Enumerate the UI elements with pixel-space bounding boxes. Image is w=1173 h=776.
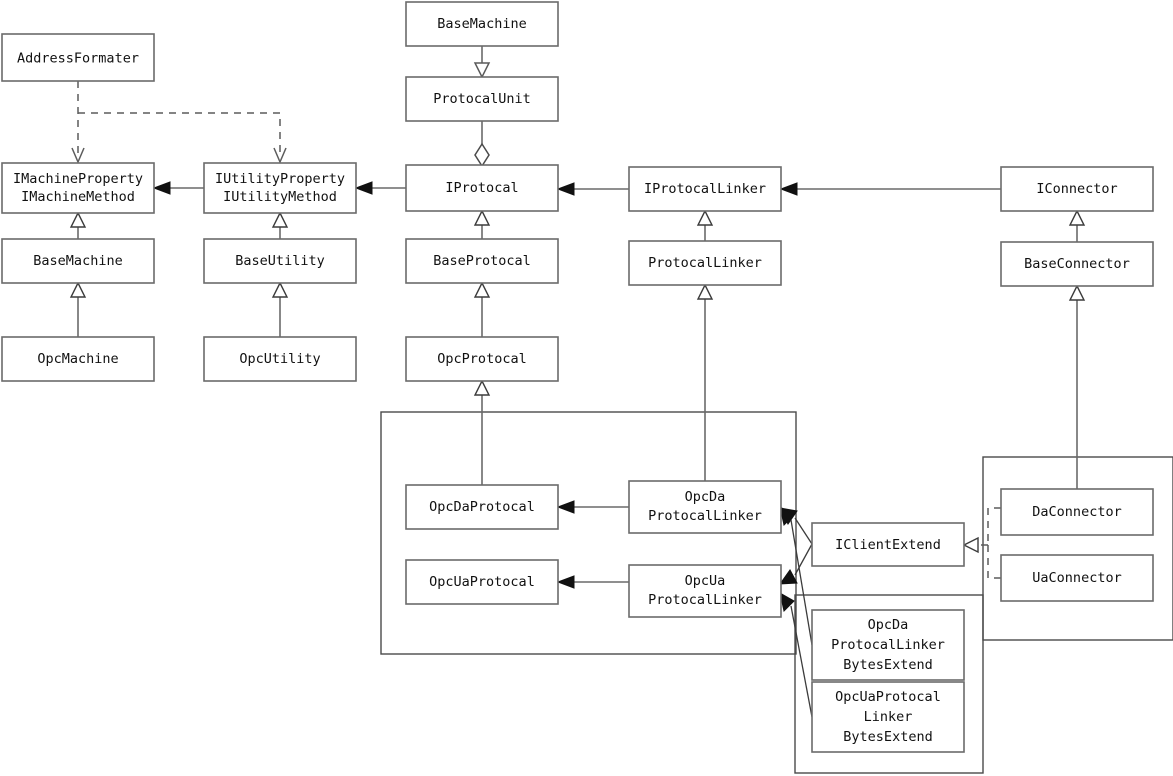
arrowhead-iprotocallinker (779, 182, 798, 196)
class-label-daconnector: DaConnector (1032, 504, 1121, 520)
class-label-imachineproperty-1: IMachineProperty (13, 171, 143, 187)
group-protocal-impl (380, 411, 797, 655)
triangle-basemachine (69, 281, 87, 298)
edge-iclientextend-opcualinker (794, 543, 813, 576)
class-box-iutilityproperty[interactable]: IUtilityProperty IUtilityMethod (203, 162, 357, 214)
class-box-opcmachine[interactable]: OpcMachine (1, 336, 155, 382)
triangle-baseutility (271, 281, 289, 298)
relationship-edges (69, 46, 1086, 718)
triangle-baseprotocal (473, 281, 491, 298)
arrowhead-iprotocal (556, 182, 575, 196)
class-label-iprotocal: IProtocal (445, 180, 518, 196)
class-label-baseconnector: BaseConnector (1024, 256, 1130, 272)
triangle-iprotocal-gen (473, 209, 491, 226)
class-box-iconnector[interactable]: IConnector (1000, 166, 1154, 212)
edge-daconnector-iclientextend (987, 507, 1001, 545)
class-label-iprotocallinker: IProtocalLinker (644, 181, 766, 197)
class-box-iprotocal[interactable]: IProtocal (405, 164, 559, 212)
class-label-baseutility: BaseUtility (235, 253, 324, 269)
class-label-protocallinker: ProtocalLinker (648, 255, 762, 271)
class-label-iconnector: IConnector (1036, 181, 1117, 197)
class-label-opcdaprotocallinker-2: ProtocalLinker (648, 508, 762, 524)
arrowhead-opcuaprotocal (556, 575, 575, 589)
vhead-iutility (273, 147, 287, 164)
class-label-uabytes-3: BytesExtend (843, 729, 932, 745)
class-box-opcuaprotocallinker[interactable]: OpcUa ProtocalLinker (628, 564, 782, 618)
class-box-iprotocallinker[interactable]: IProtocalLinker (628, 166, 782, 212)
arrowhead-opcdalinker-b (779, 506, 795, 526)
class-box-baseutility[interactable]: BaseUtility (203, 238, 357, 284)
class-label-opcmachine: OpcMachine (37, 351, 118, 367)
arrowhead-opcdaprotocal (556, 500, 575, 514)
edge-uaconnector-iclientextend (987, 545, 1001, 579)
group-connector-impl (982, 456, 1173, 641)
class-box-daconnector[interactable]: DaConnector (1000, 488, 1154, 536)
class-label-uabytes-2: Linker (864, 709, 913, 725)
class-label-basemachine-top: BaseMachine (437, 16, 526, 32)
class-box-baseconnector[interactable]: BaseConnector (1000, 241, 1154, 287)
class-label-opcdaprotocal: OpcDaProtocal (429, 499, 535, 515)
class-label-dabytes-3: BytesExtend (843, 657, 932, 673)
class-box-opcdaprotocallinkerbytesextend[interactable]: OpcDa ProtocalLinker BytesExtend (811, 609, 965, 681)
triangle-imachine (69, 211, 87, 228)
triangle-protocallinker (696, 283, 714, 300)
edge-dabytes-opcdalinker (790, 519, 813, 646)
class-box-addressformater[interactable]: AddressFormater (1, 33, 155, 82)
class-label-protocalunit: ProtocalUnit (433, 91, 531, 107)
class-box-imachineproperty[interactable]: IMachineProperty IMachineMethod (1, 162, 155, 214)
class-box-iclientextend[interactable]: IClientExtend (811, 522, 965, 567)
class-label-iutilityproperty-2: IUtilityMethod (223, 189, 337, 205)
class-box-baseprotocal[interactable]: BaseProtocal (405, 238, 559, 284)
triangle-iprotocallinker (696, 209, 714, 226)
class-box-basemachine[interactable]: BaseMachine (1, 238, 155, 284)
class-box-opcutility[interactable]: OpcUtility (203, 336, 357, 382)
class-box-protocallinker[interactable]: ProtocalLinker (628, 240, 782, 286)
class-label-opcuaprotocal: OpcUaProtocal (429, 574, 535, 590)
arrowhead-iutility (354, 181, 373, 195)
group-bytes-extend (794, 594, 984, 774)
arrowhead-imachine (152, 181, 171, 195)
class-boxes: AddressFormater BaseMachine ProtocalUnit… (1, 1, 1154, 753)
class-label-iutilityproperty-1: IUtilityProperty (215, 171, 345, 187)
diamond-iprotocal (474, 142, 490, 168)
edge-uabytes-opcualinker (790, 605, 813, 718)
triangle-iconnector (1068, 209, 1086, 226)
class-label-opcutility: OpcUtility (239, 351, 320, 367)
class-box-opcprotocal[interactable]: OpcProtocal (405, 336, 559, 382)
class-box-uaconnector[interactable]: UaConnector (1000, 554, 1154, 602)
class-label-opcdaprotocallinker-1: OpcDa (685, 489, 726, 505)
class-box-opcuaprotocal[interactable]: OpcUaProtocal (405, 559, 559, 605)
class-label-iclientextend: IClientExtend (835, 537, 941, 553)
class-label-uaconnector: UaConnector (1032, 570, 1121, 586)
vhead-imachine (71, 147, 85, 164)
class-box-basemachine-top[interactable]: BaseMachine (405, 1, 559, 47)
triangle-opcprotocal (473, 379, 491, 396)
triangle-protocalunit (473, 62, 491, 79)
arrowhead-opcualinker-a (778, 569, 798, 585)
class-label-opcuaprotocallinker-2: ProtocalLinker (648, 592, 762, 608)
class-label-addressformater: AddressFormater (17, 51, 139, 67)
class-label-baseprotocal: BaseProtocal (433, 253, 531, 269)
class-label-opcuaprotocallinker-1: OpcUa (685, 573, 726, 589)
triangle-baseconnector (1068, 284, 1086, 301)
class-box-opcuaprotocallinkerbytesextend[interactable]: OpcUaProtocal Linker BytesExtend (811, 681, 965, 753)
class-label-dabytes-2: ProtocalLinker (831, 637, 945, 653)
class-box-opcdaprotocallinker[interactable]: OpcDa ProtocalLinker (628, 480, 782, 534)
class-box-protocalunit[interactable]: ProtocalUnit (405, 76, 559, 122)
group-rectangles (380, 411, 1173, 774)
class-label-dabytes-1: OpcDa (868, 617, 909, 633)
edge-iclientextend-opcdalinker (794, 517, 813, 545)
triangle-iutility (271, 211, 289, 228)
class-label-basemachine: BaseMachine (33, 253, 122, 269)
class-label-imachineproperty-2: IMachineMethod (21, 189, 135, 205)
class-label-uabytes-1: OpcUaProtocal (835, 689, 941, 705)
triangle-iclientextend (962, 536, 979, 554)
arrowhead-opcualinker-b (779, 592, 795, 612)
edge-addressformater-iutility (78, 112, 281, 155)
class-label-opcprotocal: OpcProtocal (437, 351, 526, 367)
class-box-opcdaprotocal[interactable]: OpcDaProtocal (405, 484, 559, 530)
